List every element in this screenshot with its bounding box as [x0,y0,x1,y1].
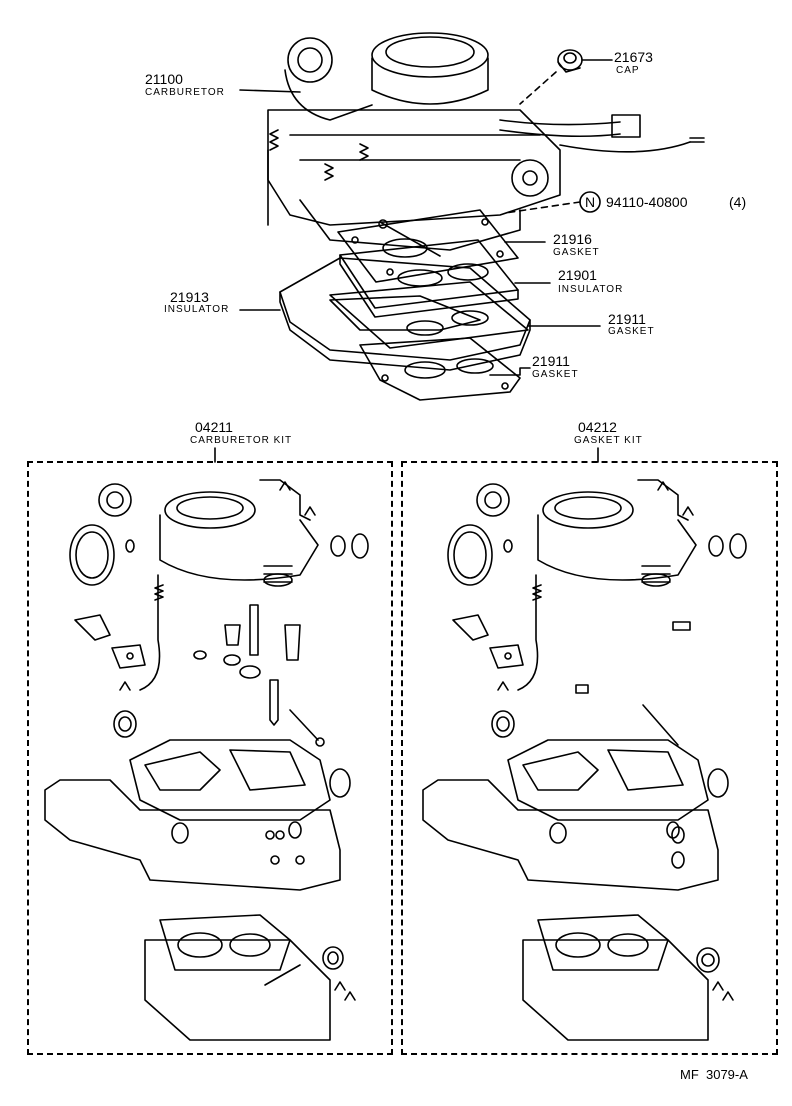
figure-reference: MF 3079-A [680,1067,748,1082]
insulator-21901-drawing [339,239,519,318]
bolt-part-number: 94110-40800 [606,194,688,210]
gasket-upper-name: GASKET [553,247,600,258]
insulator-lower-name: INSULATOR [164,304,230,315]
carburetor-kit-parts [44,479,369,1041]
gasket-21916-drawing [337,209,519,283]
gasket-kit-parts [422,479,747,1041]
cap-part-name: CAP [616,65,640,76]
carburetor-kit-box [27,461,393,1055]
gasket-kit-name: GASKET KIT [574,435,643,446]
carburetor-kit-number: 04211 [195,419,233,435]
insulator-upper-name: INSULATOR [558,284,624,295]
bolt-n-symbol: N [585,194,596,210]
cap-dash-line [519,71,557,105]
gasket-kit-number: 04212 [578,419,617,435]
carburetor-part-number: 21100 [145,71,183,87]
gasket-mid-name: GASKET [608,326,655,337]
cap-part-number: 21673 [614,49,653,65]
gasket-21911-mid-drawing [329,281,529,349]
cap-part [557,49,583,73]
gasket-kit-box [401,461,778,1055]
gasket-lower-name: GASKET [532,369,579,380]
bolt-quantity: (4) [729,194,747,210]
carburetor-kit-name: CARBURETOR KIT [190,435,293,446]
carburetor-part-name: CARBURETOR [145,87,225,98]
bolt-dash-line [504,201,581,214]
gasket-upper-number: 21916 [553,231,592,247]
gasket-lower-number: 21911 [532,353,570,369]
gasket-21911-lower-drawing [359,337,521,401]
insulator-upper-number: 21901 [558,267,597,283]
carburetor-drawing [267,32,705,257]
gasket-mid-number: 21911 [608,311,646,327]
insulator-lower-number: 21913 [170,289,209,305]
insulator-21913-drawing [279,257,531,371]
